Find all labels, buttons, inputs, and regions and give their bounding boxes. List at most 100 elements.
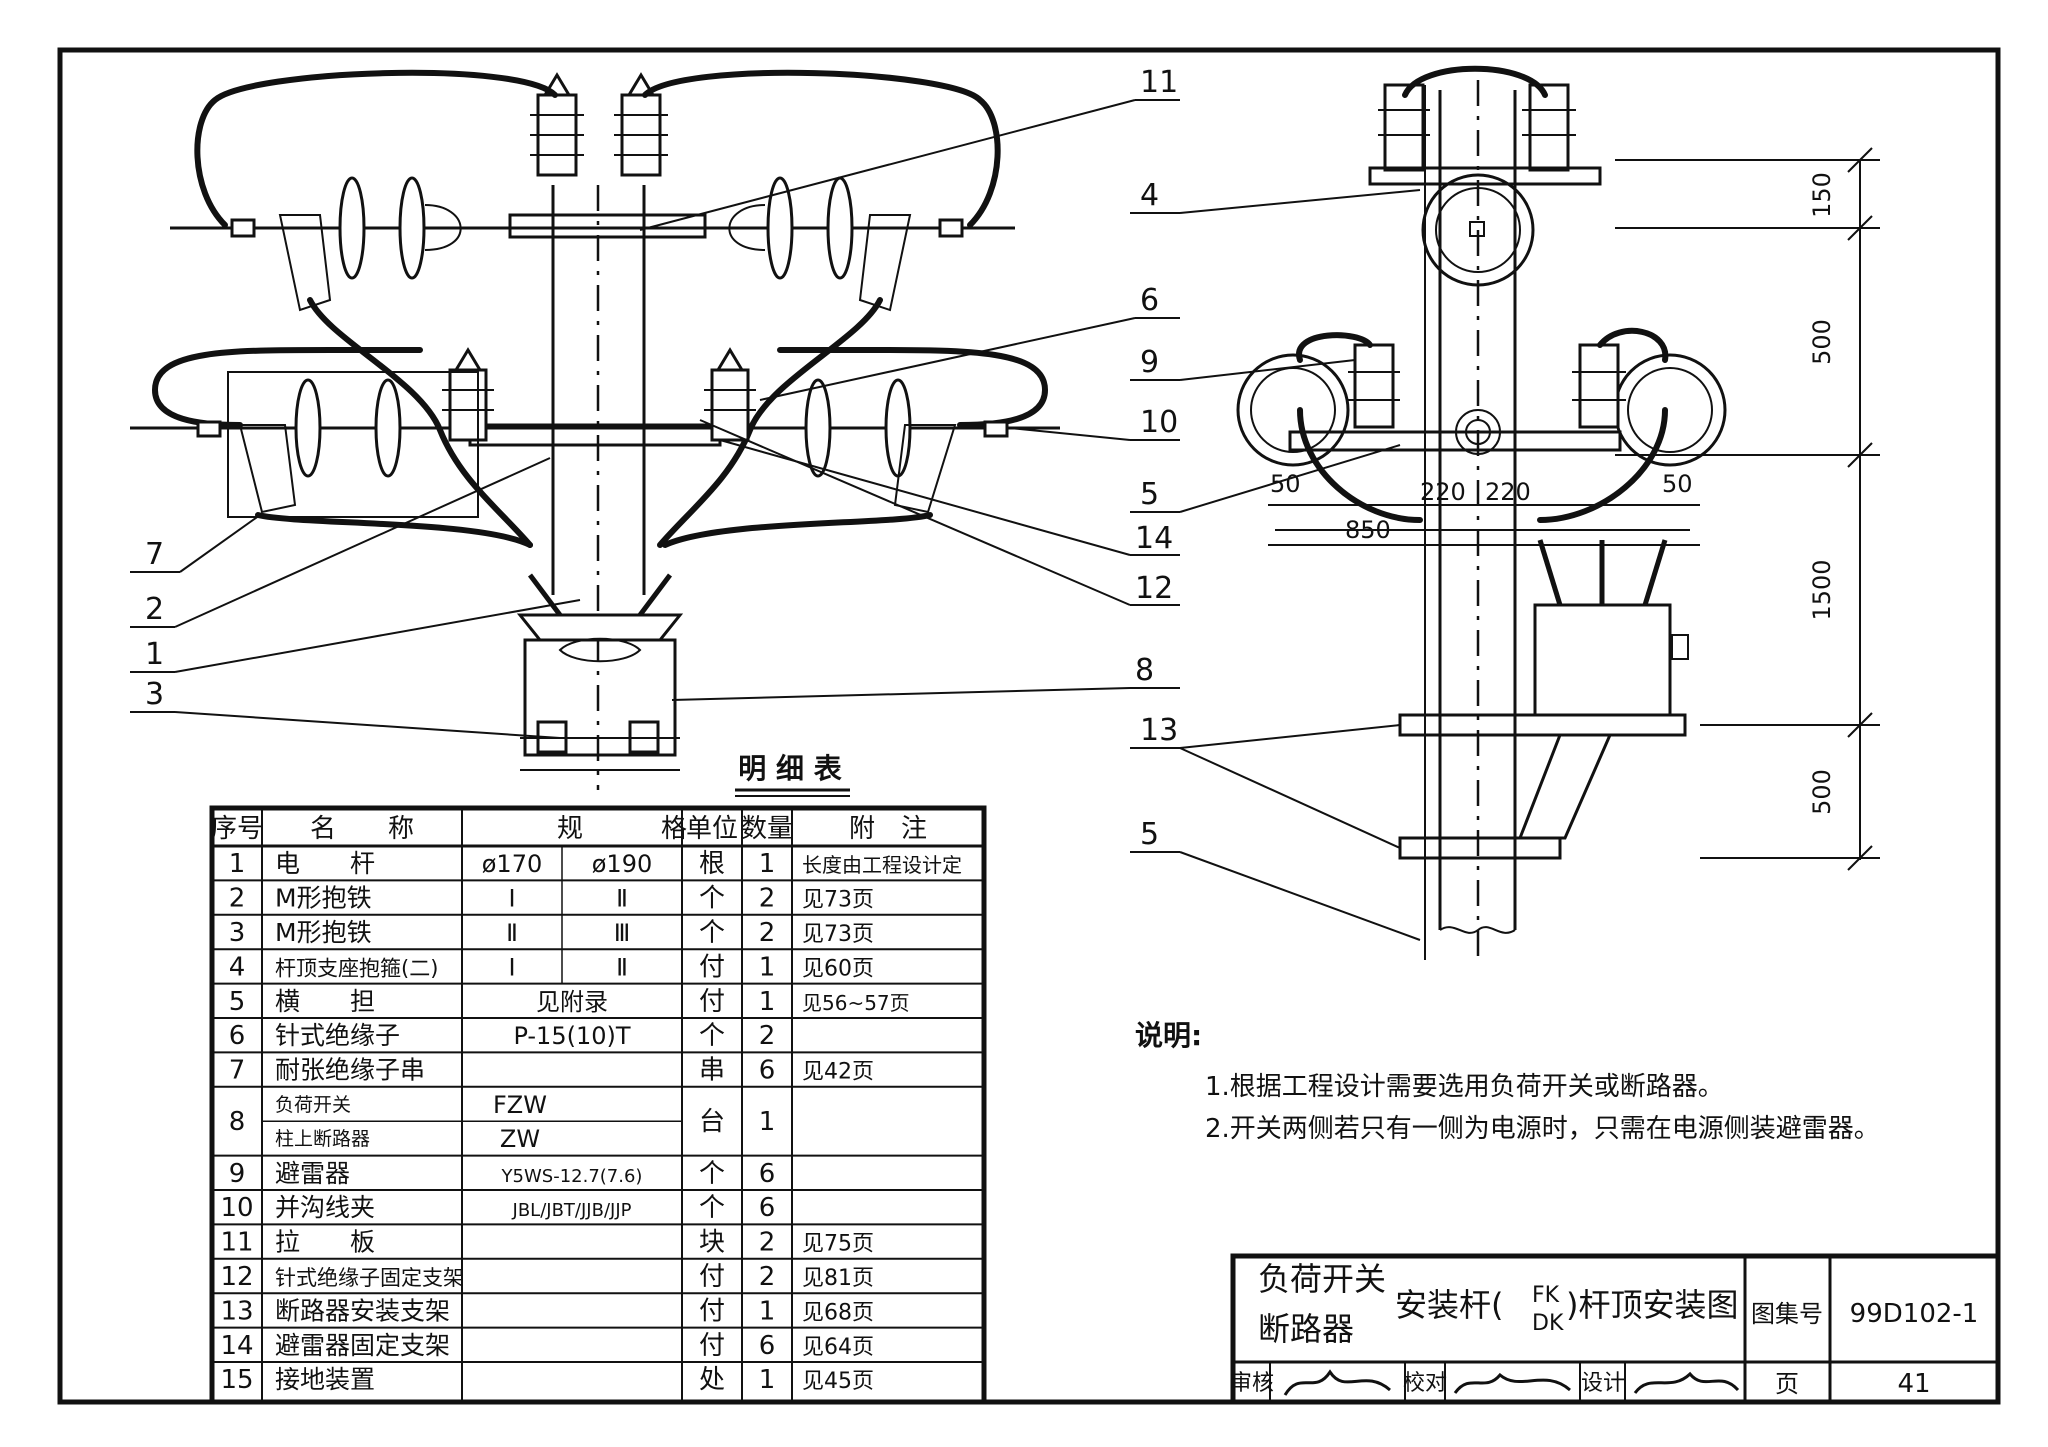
table-cell-unit: 付 — [699, 1331, 725, 1361]
callout-4: 4 — [1140, 178, 1159, 213]
table-cell-qty: 6 — [759, 1056, 776, 1086]
table-cell-no: 3 — [229, 918, 246, 948]
table-cell-name: 拉 板 — [275, 1228, 375, 1257]
table-cell-name: 接地装置 — [275, 1365, 375, 1394]
table-header-qty: 数量 — [741, 814, 793, 844]
table-cell-spec: ø190 — [592, 850, 653, 878]
table-cell-unit: 付 — [699, 1296, 725, 1326]
design-label: 设计 — [1581, 1371, 1625, 1396]
table-cell-no: 5 — [229, 987, 246, 1017]
table-cell-unit: 处 — [699, 1365, 725, 1395]
table-cell-unit: 台 — [699, 1107, 725, 1137]
table-cell-spec: JBL/JBT/JJB/JJP — [512, 1200, 632, 1221]
side-view — [1236, 65, 1880, 960]
table-cell-note: 见64页 — [802, 1335, 874, 1360]
table-cell-spec: Y5WS-12.7(7.6) — [501, 1166, 643, 1187]
table-cell-spec: 见附录 — [536, 988, 608, 1016]
callout-12: 12 — [1135, 571, 1173, 606]
table-cell-qty: 1 — [759, 849, 776, 879]
front-view — [130, 69, 1060, 790]
title-end: )杆顶安装图 — [1566, 1286, 1739, 1324]
table-cell-spec: ZW — [500, 1125, 540, 1153]
table-cell-name: 柱上断路器 — [275, 1128, 370, 1150]
table-header-note: 附 注 — [849, 814, 927, 844]
table-title: 明 细 表 — [738, 752, 842, 785]
table-cell-spec: Ⅰ — [508, 953, 515, 981]
dim-220-right: 220 — [1485, 478, 1531, 506]
table-cell-no: 13 — [220, 1296, 253, 1326]
title-load-switch: 负荷开关 — [1258, 1260, 1386, 1298]
callout-6: 6 — [1140, 283, 1159, 318]
table-cell-no: 2 — [229, 884, 246, 914]
callout-14: 14 — [1135, 521, 1173, 556]
check-label: 校对 — [1403, 1371, 1447, 1396]
table-cell-no: 4 — [229, 952, 246, 982]
table-cell-qty: 1 — [759, 952, 776, 982]
table-cell-qty: 6 — [759, 1331, 776, 1361]
table-cell-no: 6 — [229, 1021, 246, 1051]
table-cell-unit: 付 — [699, 1262, 725, 1292]
table-header-unit: 单位 — [686, 814, 738, 844]
table-cell-no: 11 — [220, 1228, 253, 1258]
table-cell-unit: 个 — [699, 1021, 725, 1051]
callout-5-upper: 5 — [1140, 477, 1159, 512]
table-cell-qty: 2 — [759, 918, 776, 948]
callout-2: 2 — [145, 592, 164, 627]
arrester-top-left — [530, 72, 584, 177]
callout-10: 10 — [1140, 405, 1178, 440]
table-cell-no: 8 — [229, 1107, 246, 1137]
table-cell-spec: Ⅰ — [508, 885, 515, 913]
table-cell-name: 电 杆 — [275, 849, 375, 878]
page-number: 41 — [1897, 1369, 1930, 1399]
note-1: 1.根据工程设计需要选用负荷开关或断路器。 — [1205, 1072, 1724, 1102]
signature-check — [1453, 1372, 1571, 1394]
table-cell-name: 横 担 — [275, 987, 375, 1016]
note-2: 2.开关两侧若只有一侧为电源时，只需在电源侧装避雷器。 — [1205, 1114, 1880, 1144]
callout-3: 3 — [145, 677, 164, 712]
table-cell-note: 见68页 — [802, 1300, 874, 1325]
table-cell-spec: FZW — [493, 1091, 547, 1119]
table-cell-qty: 2 — [759, 1021, 776, 1051]
table-header-name: 名 称 — [310, 814, 414, 844]
table-cell-name: M形抱铁 — [275, 884, 372, 913]
title-dk: DK — [1532, 1311, 1564, 1336]
table-cell-note: 长度由工程设计定 — [802, 853, 962, 877]
callout-11: 11 — [1140, 65, 1178, 100]
table-cell-name: 针式绝缘子 — [275, 1021, 400, 1050]
table-cell-spec: Ⅱ — [506, 919, 518, 947]
table-cell-name: M形抱铁 — [275, 918, 372, 947]
table-cell-qty: 2 — [759, 1228, 776, 1258]
table-cell-spec: ø170 — [482, 850, 543, 878]
table-cell-no: 14 — [220, 1331, 253, 1361]
table-cell-note: 见60页 — [802, 956, 874, 981]
arrester-mid-left — [442, 347, 494, 442]
arrester-mid-right — [704, 347, 756, 442]
title-mid: 安装杆( — [1395, 1286, 1504, 1324]
table-cell-qty: 1 — [759, 1107, 776, 1137]
table-header-spec: 规 格 — [557, 814, 687, 844]
table-cell-name: 避雷器 — [275, 1159, 350, 1188]
arrester-top-right — [614, 72, 668, 177]
front-leaders — [130, 99, 1180, 739]
table-cell-name: 断路器安装支架 — [275, 1296, 450, 1325]
table-cell-unit: 个 — [699, 918, 725, 948]
table-cell-qty: 6 — [759, 1159, 776, 1189]
table-cell-unit: 付 — [699, 952, 725, 982]
dim-1500: 1500 — [1808, 559, 1836, 620]
table-cell-qty: 1 — [759, 1365, 776, 1395]
signature-review — [1283, 1369, 1391, 1396]
dim-220-left: 220 — [1420, 478, 1466, 506]
table-cell-no: 1 — [229, 849, 246, 879]
atlas-number: 99D102-1 — [1850, 1299, 1979, 1329]
sheet-border — [57, 47, 2001, 1405]
table-cell-qty: 1 — [759, 1296, 776, 1326]
table-cell-unit: 个 — [699, 1193, 725, 1223]
table-cell-note: 见75页 — [802, 1232, 874, 1257]
dim-50-right: 50 — [1662, 470, 1693, 498]
table-cell-unit: 根 — [699, 849, 725, 879]
table-cell-note: 见56~57页 — [802, 991, 910, 1015]
table-cell-note: 见42页 — [802, 1060, 874, 1085]
callout-7: 7 — [145, 537, 164, 572]
